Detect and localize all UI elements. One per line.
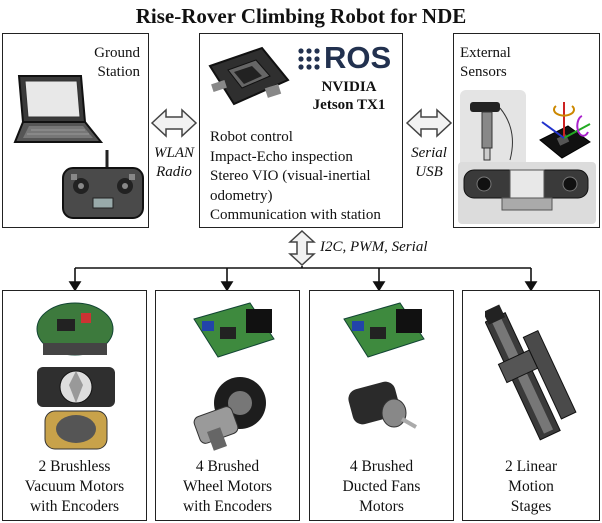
external-sensors-box: External Sensors bbox=[453, 33, 600, 228]
ground-station-label: Ground Station bbox=[94, 44, 140, 82]
function-item: Stereo VIO (visual-inertial bbox=[210, 168, 371, 184]
external-sensors-label-line2: Sensors bbox=[460, 64, 507, 80]
module-label-line: Motion bbox=[508, 478, 554, 495]
wlan-radio-label-line1: WLAN bbox=[153, 145, 194, 161]
module-vacuum-motors: 2 Brushless Vacuum Motors with Encoders bbox=[2, 290, 147, 521]
module-label-line: 4 Brushed bbox=[195, 458, 260, 475]
board-name-line2: Jetson TX1 bbox=[312, 97, 386, 113]
ros-logo-dots-icon bbox=[298, 48, 320, 70]
module-label-line: with Encoders bbox=[29, 498, 120, 515]
ground-station-box: Ground Station bbox=[2, 33, 149, 228]
external-sensors-label: External Sensors bbox=[460, 44, 511, 82]
motor-driver-board-icon bbox=[36, 302, 114, 356]
ducted-fan-motor-icon bbox=[348, 381, 417, 429]
module-label-line: with Encoders bbox=[182, 498, 273, 515]
stereo-camera-icon bbox=[458, 162, 596, 224]
ros-logo-text: ROS bbox=[324, 40, 392, 75]
function-item: Robot control bbox=[210, 129, 293, 145]
module-label-line: 4 Brushed bbox=[349, 458, 414, 475]
jetson-board-icon bbox=[208, 46, 290, 106]
board-name: NVIDIA Jetson TX1 bbox=[302, 78, 396, 114]
motor-driver-board-icon bbox=[343, 302, 425, 358]
module-label-line: Motors bbox=[359, 498, 404, 515]
module-label-line: Vacuum Motors bbox=[24, 478, 125, 495]
laptop-icon bbox=[13, 75, 103, 143]
module-label-line: 2 Linear bbox=[504, 458, 558, 475]
module-label-vacuum: 2 Brushless Vacuum Motors with Encoders bbox=[3, 457, 146, 517]
board-name-line1: NVIDIA bbox=[321, 79, 377, 95]
serial-usb-label-line2: USB bbox=[415, 164, 443, 180]
connector-arrow bbox=[68, 268, 538, 292]
function-item: Impact-Echo inspection bbox=[210, 148, 353, 165]
module-label-line: Stages bbox=[510, 498, 552, 515]
module-linear-stages: 2 Linear Motion Stages bbox=[462, 290, 600, 521]
bidirectional-arrow-right-icon bbox=[405, 108, 453, 138]
diagram-title: Rise-Rover Climbing Robot for NDE bbox=[135, 4, 467, 28]
module-label-stages: 2 Linear Motion Stages bbox=[463, 457, 599, 517]
controller-functions: Robot control Impact-Echo inspection Ste… bbox=[210, 128, 381, 226]
serial-usb-label-line1: Serial bbox=[411, 145, 447, 161]
motor-driver-board-icon bbox=[193, 302, 275, 358]
wlan-radio-label: WLAN Radio bbox=[150, 144, 198, 182]
distribution-connectors bbox=[68, 266, 538, 292]
module-ducted-fans: 4 Brushed Ducted Fans Motors bbox=[309, 290, 454, 521]
serial-usb-label: Serial USB bbox=[405, 144, 453, 182]
module-wheel-motors: 4 Brushed Wheel Motors with Encoders bbox=[155, 290, 300, 521]
function-item: Communication with station bbox=[210, 207, 381, 223]
bus-label: I2C, PWM, Serial bbox=[320, 239, 428, 255]
module-label-fans: 4 Brushed Ducted Fans Motors bbox=[310, 457, 453, 517]
wheel-motor-icon bbox=[193, 377, 266, 451]
radio-controller-icon bbox=[62, 150, 144, 219]
ground-station-label-line2: Station bbox=[97, 64, 140, 80]
module-label-line: Wheel Motors bbox=[182, 478, 273, 495]
bidirectional-arrow-left-icon bbox=[150, 108, 198, 138]
vacuum-motor-icon bbox=[37, 367, 115, 450]
external-sensors-label-line1: External bbox=[460, 45, 511, 61]
wlan-radio-label-line2: Radio bbox=[156, 164, 192, 180]
ground-station-label-line1: Ground bbox=[94, 45, 140, 61]
bidirectional-arrow-vertical-icon bbox=[288, 230, 316, 266]
controller-box: ROS NVIDIA Jetson TX1 Robot control Impa… bbox=[199, 33, 403, 228]
linear-stage-icon bbox=[485, 304, 577, 441]
imu-sensor-icon bbox=[539, 102, 591, 159]
module-label-line: 2 Brushless bbox=[38, 458, 111, 475]
module-label-wheel: 4 Brushed Wheel Motors with Encoders bbox=[156, 457, 299, 517]
function-item: odometry) bbox=[210, 187, 273, 204]
module-label-line: Ducted Fans bbox=[342, 478, 421, 495]
impact-echo-sensor-icon bbox=[460, 90, 526, 176]
